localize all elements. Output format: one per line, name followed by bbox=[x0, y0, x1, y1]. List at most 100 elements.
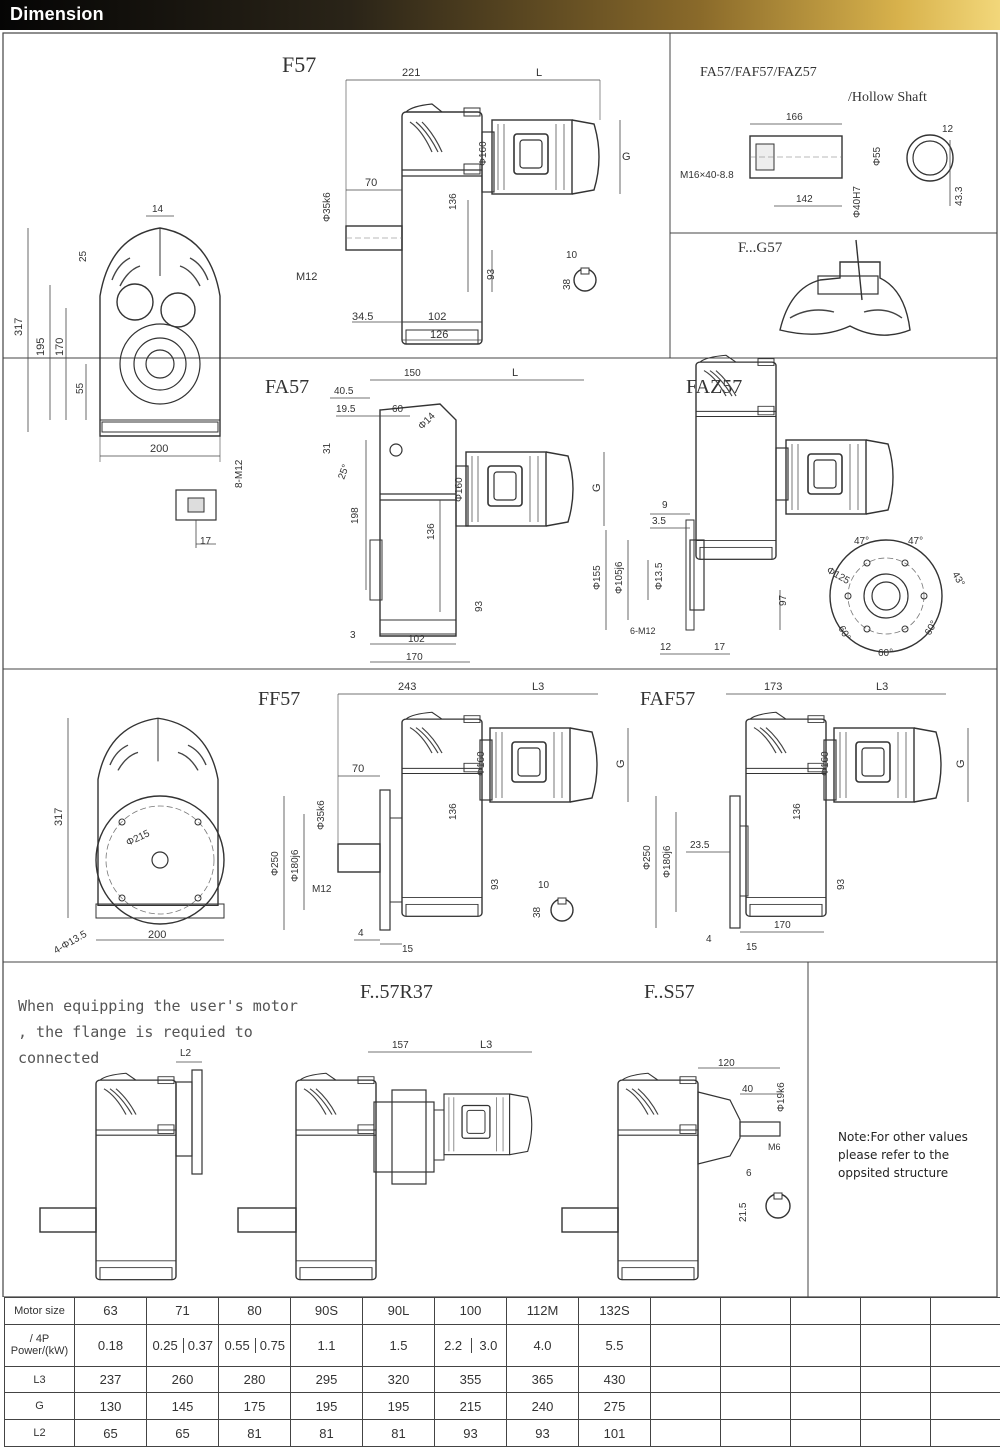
faz57-dim-17: 17 bbox=[714, 642, 726, 653]
ff57-front-dim-317: 317 bbox=[53, 808, 65, 826]
table-cell: 260 bbox=[146, 1365, 219, 1394]
equip-dim-l2: L2 bbox=[180, 1048, 192, 1059]
faf57-dim-4: 4 bbox=[706, 934, 712, 945]
faz57-dim-47deg-right: 47° bbox=[908, 536, 923, 547]
s57-dim-6: 6 bbox=[746, 1168, 752, 1179]
hollow-dim-142: 142 bbox=[796, 194, 813, 205]
faz57-dim-6-m12: 6-M12 bbox=[630, 626, 656, 636]
f57-dim-136: 136 bbox=[448, 193, 459, 210]
table-empty-cell bbox=[720, 1323, 791, 1367]
table-subcell: 2.2 bbox=[444, 1337, 463, 1353]
hollow-dim-phi55: Φ55 bbox=[872, 146, 883, 166]
table-empty-cell bbox=[720, 1365, 791, 1394]
table-cell: 215 bbox=[434, 1392, 507, 1421]
table-cell: 93 bbox=[506, 1419, 579, 1447]
front-dim-55: 55 bbox=[75, 382, 86, 394]
front-dim-17: 17 bbox=[200, 536, 212, 547]
f57-dim-70: 70 bbox=[365, 177, 377, 189]
table-cell: 4.0 bbox=[506, 1323, 579, 1367]
fa57-dim-170: 170 bbox=[406, 652, 423, 663]
ff57-key-dim-10: 10 bbox=[538, 880, 550, 891]
fa57-dim-102: 102 bbox=[408, 634, 425, 645]
fa57-dim-g: G bbox=[591, 483, 603, 492]
table-cell: 130 bbox=[74, 1392, 147, 1421]
table-row-label: G bbox=[4, 1392, 75, 1421]
f57-dim-m12: M12 bbox=[296, 271, 317, 283]
g57-drawing bbox=[779, 239, 911, 336]
f57-dim-221: 221 bbox=[402, 67, 420, 79]
s57-dim-phi19k6: Φ19k6 bbox=[776, 1082, 787, 1112]
other-values-note: Note:For other values please refer to th… bbox=[838, 1130, 968, 1180]
front-dim-195: 195 bbox=[35, 338, 47, 356]
table-empty-cell bbox=[930, 1392, 1000, 1421]
fa57-dim-40-5: 40.5 bbox=[334, 386, 354, 397]
ff57-dim-93: 93 bbox=[490, 878, 501, 890]
table-empty-cell bbox=[860, 1365, 931, 1394]
faf57-dim-136: 136 bbox=[792, 803, 803, 820]
table-cell: 5.5 bbox=[578, 1323, 651, 1367]
f57-dim-102: 102 bbox=[428, 311, 446, 323]
ff57-dim-phi160: Φ160 bbox=[476, 751, 487, 776]
s57-dim-40: 40 bbox=[742, 1084, 754, 1095]
table-empty-cell bbox=[650, 1323, 721, 1367]
ff57-dim-phi250: Φ250 bbox=[270, 851, 281, 876]
table-subcell: 0.55 bbox=[224, 1337, 250, 1353]
table-empty-cell bbox=[790, 1392, 861, 1421]
faf57-dim-phi250: Φ250 bbox=[642, 845, 653, 870]
ff57-dim-l3: L3 bbox=[532, 681, 544, 693]
table-cell: 365 bbox=[506, 1365, 579, 1394]
fa57-dim-136: 136 bbox=[426, 523, 437, 540]
front-dim-200: 200 bbox=[150, 443, 168, 455]
table-cell: 145 bbox=[146, 1392, 219, 1421]
table-empty-cell bbox=[650, 1419, 721, 1447]
ff57-dim-phi180j6: Φ180j6 bbox=[290, 849, 301, 882]
ff57-front-dim-phi215: Φ215 bbox=[125, 828, 152, 849]
table-cell: 1.1 bbox=[290, 1323, 363, 1367]
ff57-front-dim-200: 200 bbox=[148, 929, 166, 941]
fa57-dim-phi160: Φ160 bbox=[454, 477, 465, 502]
hollow-subtitle: /Hollow Shaft bbox=[848, 90, 927, 105]
ff57-dim-m12: M12 bbox=[312, 884, 332, 895]
ff57-drawing bbox=[283, 693, 629, 945]
table-cell: 65 bbox=[74, 1419, 147, 1447]
faf57-dim-93: 93 bbox=[836, 878, 847, 890]
f57-dim-34-5: 34.5 bbox=[352, 311, 373, 323]
faz57-dim-43deg: 43° bbox=[949, 570, 966, 589]
fa57-dim-19-5: 19.5 bbox=[336, 404, 356, 415]
f57-dim-l: L bbox=[536, 67, 542, 79]
table-cell: 112M bbox=[506, 1297, 579, 1325]
table-empty-cell bbox=[790, 1323, 861, 1367]
equip-drawing bbox=[39, 1061, 203, 1281]
front-dim-170: 170 bbox=[54, 338, 66, 356]
fa57-dim-l: L bbox=[512, 367, 518, 379]
header-bar: Dimension bbox=[0, 0, 1000, 30]
table-empty-cell bbox=[790, 1419, 861, 1447]
table-cell: 240 bbox=[506, 1392, 579, 1421]
hollow-dim-m16: M16×40-8.8 bbox=[680, 170, 734, 181]
table-cell: 65 bbox=[146, 1419, 219, 1447]
table-cell: 195 bbox=[362, 1392, 435, 1421]
faz57-dim-60deg-bottom: 60° bbox=[878, 648, 893, 659]
s57-title: F..S57 bbox=[644, 981, 695, 1003]
ff57-front-dim-4-phi13-5: 4-Φ13.5 bbox=[52, 929, 89, 957]
table-row-label: Motor size bbox=[4, 1297, 75, 1325]
fa57-title: FA57 bbox=[265, 376, 309, 398]
fa57-dim-150: 150 bbox=[404, 368, 421, 379]
table-cell: 80 bbox=[218, 1297, 291, 1325]
table-empty-cell bbox=[860, 1419, 931, 1447]
table-row-label: / 4P Power/(kW) bbox=[4, 1323, 75, 1367]
r37-dim-157: 157 bbox=[392, 1040, 409, 1051]
s57-dim-120: 120 bbox=[718, 1058, 735, 1069]
fa57-dim-25deg: 25° bbox=[336, 463, 352, 481]
ff57-dim-phi35k6: Φ35k6 bbox=[316, 800, 327, 830]
table-cell: 195 bbox=[290, 1392, 363, 1421]
table-empty-cell bbox=[720, 1419, 791, 1447]
faz57-dim-phi155: Φ155 bbox=[592, 565, 603, 590]
table-cell: 81 bbox=[218, 1419, 291, 1447]
